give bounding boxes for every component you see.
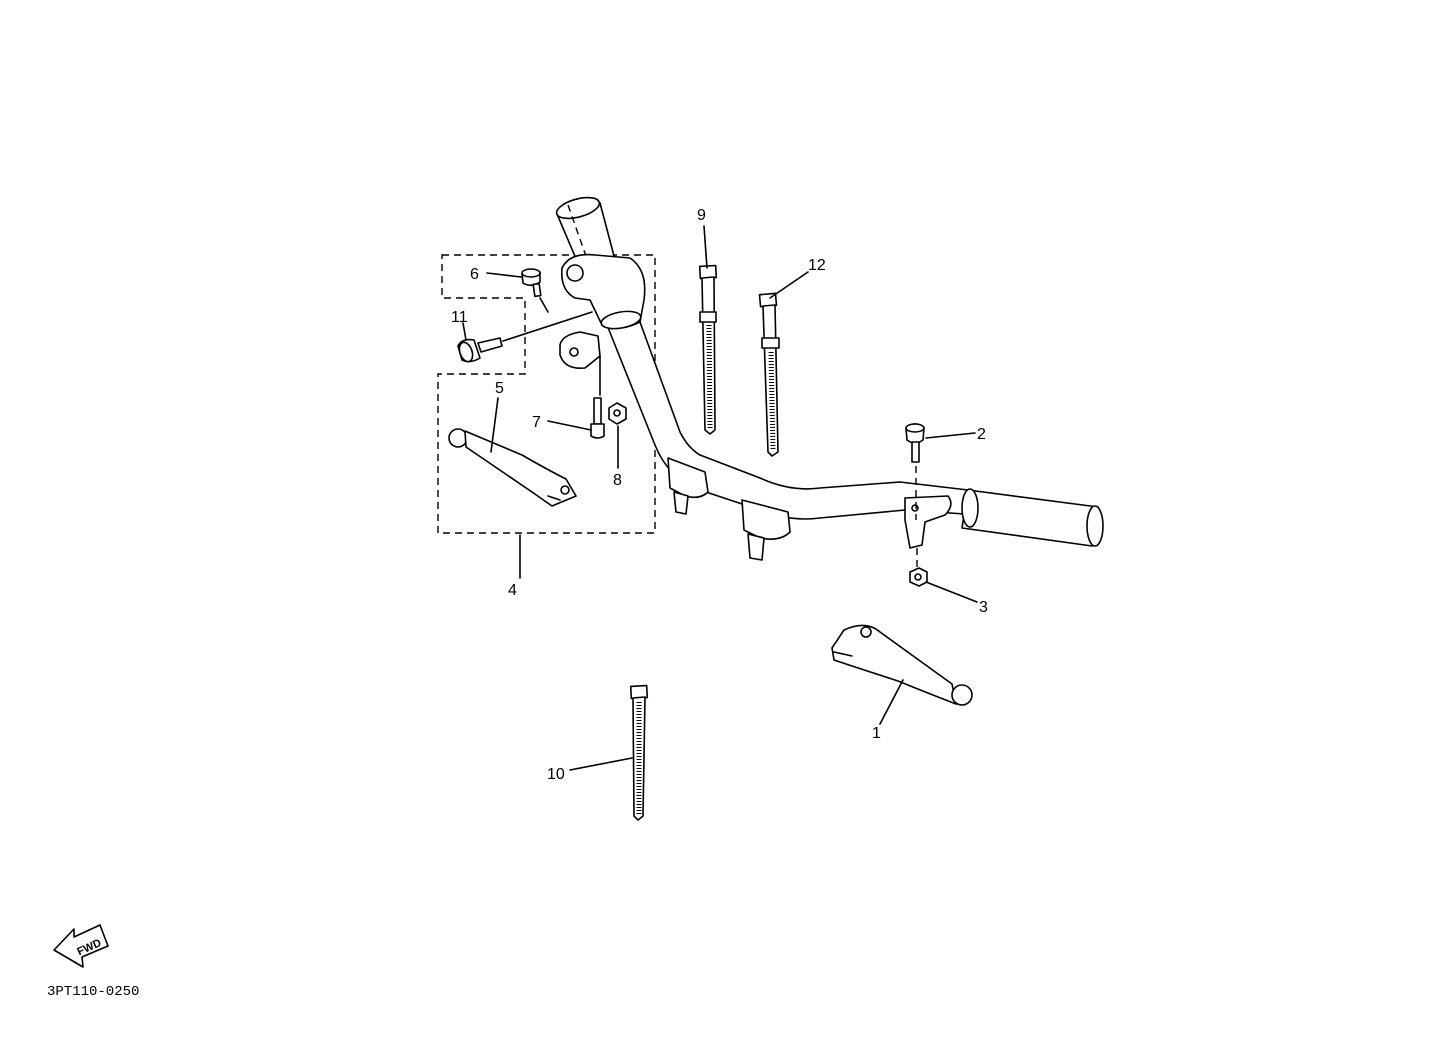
handlebar (555, 196, 1104, 561)
assembly-box-4 (437, 254, 656, 534)
handlebar-tube (606, 321, 969, 520)
callout-2: 2 (977, 426, 986, 443)
part-7-bolt (590, 397, 605, 439)
right-lever-bracket (904, 495, 952, 549)
handlebar-mount-stud-a (673, 491, 689, 515)
callout-11: 11 (451, 309, 468, 326)
part-5-lever (448, 428, 577, 507)
leader-11 (462, 322, 467, 341)
leader-10 (569, 757, 633, 771)
right-grip-collar (961, 488, 979, 528)
leader-12 (769, 271, 809, 299)
part-3-nut (909, 548, 928, 587)
part-8-nut (599, 355, 627, 425)
leader-9 (703, 225, 708, 269)
callout-7: 7 (532, 414, 541, 431)
leader-5 (490, 397, 499, 453)
leader-2 (925, 432, 976, 439)
right-grip-end (1086, 505, 1104, 547)
left-lever-bracket-lug (559, 331, 601, 370)
leader-1 (879, 679, 904, 725)
callout-6: 6 (470, 266, 479, 283)
callout-9: 9 (697, 207, 706, 224)
part-1-lever (831, 624, 973, 706)
left-lug-hole (569, 347, 579, 357)
right-bracket-hole (911, 504, 919, 512)
drawing-code: 3PT110-0250 (47, 984, 139, 1000)
leader-3 (925, 581, 978, 603)
part-12-tie-strap (758, 292, 780, 457)
handlebar-mount-stud-b (747, 533, 765, 561)
leader-6 (486, 272, 522, 278)
callout-4: 4 (508, 582, 517, 599)
part-10-tie-strap (629, 684, 649, 821)
right-grip (961, 489, 1099, 547)
callout-1: 1 (872, 725, 881, 742)
left-grip-end (555, 196, 601, 220)
callout-8: 8 (613, 472, 622, 489)
part-9-tie-strap (698, 264, 718, 435)
leader-7 (547, 420, 592, 431)
callout-5: 5 (495, 380, 504, 397)
callout-10: 10 (547, 766, 565, 783)
left-housing-bore (600, 310, 642, 330)
left-housing-hole (566, 264, 584, 282)
part-11-screw (457, 311, 593, 363)
part-2-bolt (905, 423, 925, 520)
part-6-screw (521, 268, 549, 313)
callout-3: 3 (979, 599, 988, 616)
callout-12: 12 (808, 257, 826, 274)
fwd-arrow-icon: FWD (53, 924, 109, 968)
